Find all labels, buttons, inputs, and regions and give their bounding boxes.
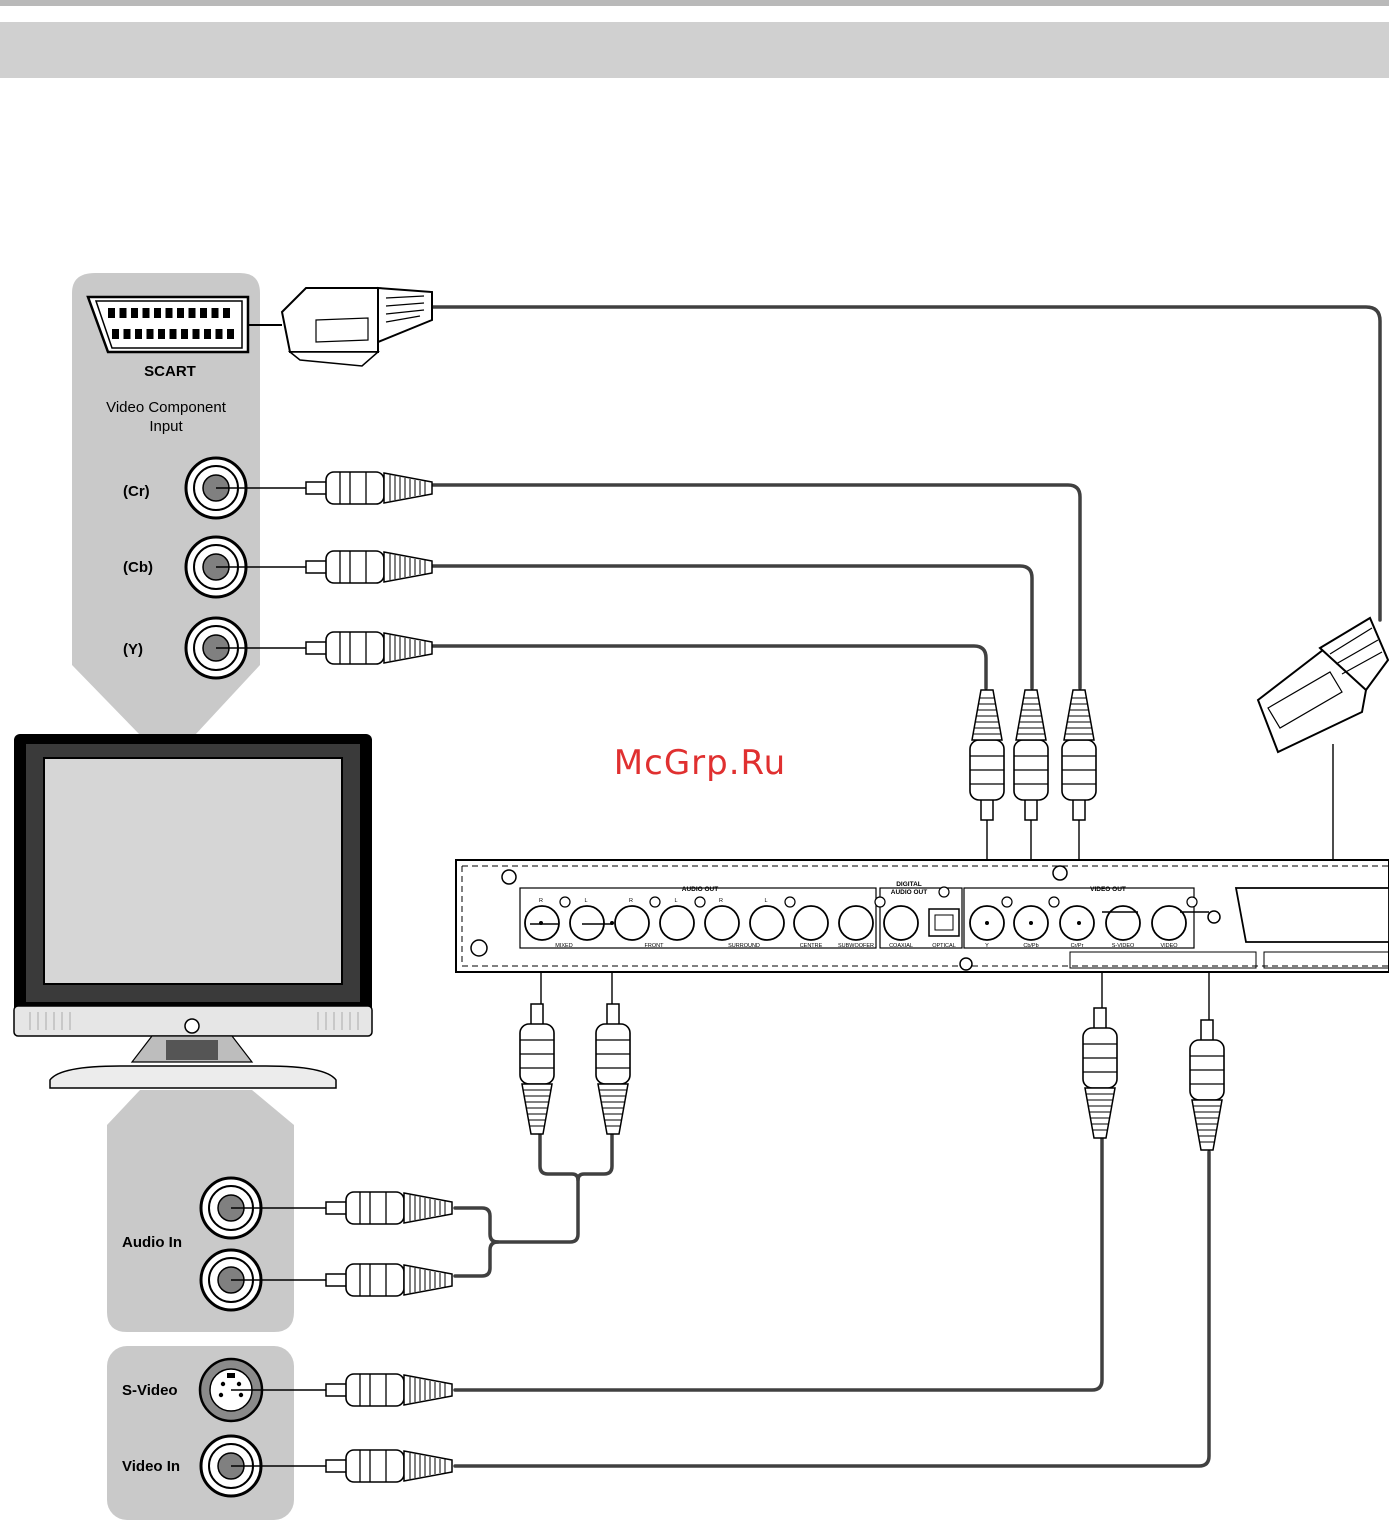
scart-pin bbox=[223, 308, 230, 318]
subwoofer-jack[interactable] bbox=[839, 906, 873, 940]
cr-player-plug bbox=[1062, 690, 1096, 820]
scart-pin bbox=[170, 329, 177, 339]
video-out-label: VIDEO OUT bbox=[1090, 886, 1126, 893]
video-plug bbox=[326, 1450, 452, 1482]
mixed-label: MIXED bbox=[555, 943, 572, 949]
surround-r-jack[interactable] bbox=[705, 906, 739, 940]
optical-label: OPTICAL bbox=[932, 943, 956, 949]
cb-label: (Cb) bbox=[123, 559, 153, 576]
scart-pin bbox=[193, 329, 200, 339]
audio-cable-r bbox=[455, 1134, 612, 1242]
scart-plug-tv bbox=[282, 288, 432, 366]
audio-in-label: Audio In bbox=[122, 1234, 182, 1251]
y-plug bbox=[306, 632, 432, 664]
scart-pin bbox=[154, 308, 161, 318]
scart-pin bbox=[189, 308, 196, 318]
coaxial-jack[interactable] bbox=[884, 906, 918, 940]
scart-socket bbox=[88, 297, 248, 352]
front-label: FRONT bbox=[645, 943, 665, 949]
scart-pin bbox=[120, 308, 127, 318]
mixed-r-mark: R bbox=[539, 898, 543, 904]
video-cable bbox=[455, 1152, 1209, 1466]
scart-pin bbox=[177, 308, 184, 318]
scart-pin bbox=[200, 308, 207, 318]
svideo-player-plug bbox=[1083, 1008, 1117, 1138]
subwoofer-label: SUBWOOFER bbox=[838, 943, 874, 949]
tv-set bbox=[14, 734, 372, 1088]
video-input-panel bbox=[107, 1346, 294, 1520]
y-cable bbox=[432, 646, 986, 688]
video-out-jack-label: VIDEO bbox=[1160, 943, 1178, 949]
scart-pin bbox=[204, 329, 211, 339]
s-video-out-label: S-VIDEO bbox=[1112, 943, 1135, 949]
surround-l-jack[interactable] bbox=[750, 906, 784, 940]
scart-pin bbox=[124, 329, 131, 339]
scart-pin bbox=[227, 329, 234, 339]
scart-pin bbox=[131, 308, 138, 318]
scart-pin bbox=[108, 308, 115, 318]
centre-jack[interactable] bbox=[794, 906, 828, 940]
watermark: McGrp.Ru bbox=[614, 743, 786, 783]
scart-cable bbox=[432, 307, 1380, 620]
audio-l-plug bbox=[326, 1264, 452, 1296]
y-player-plug bbox=[970, 690, 1004, 820]
front-l-mark: L bbox=[674, 898, 677, 904]
scart-plug-player bbox=[1258, 618, 1388, 752]
scart-pin bbox=[181, 329, 188, 339]
scart-pin bbox=[158, 329, 165, 339]
scart-label: SCART bbox=[144, 363, 196, 380]
cb-plug bbox=[306, 551, 432, 583]
scart-pin bbox=[112, 329, 119, 339]
y-out-label: Y bbox=[985, 943, 989, 949]
svideo-cable bbox=[455, 1138, 1102, 1390]
cr-pr-label: Cr/Pr bbox=[1071, 943, 1084, 949]
front-r-mark: R bbox=[629, 898, 633, 904]
surround-label: SURROUND bbox=[728, 943, 760, 949]
front-r-jack[interactable] bbox=[615, 906, 649, 940]
component-label-line2: Input bbox=[149, 418, 183, 435]
scart-pin bbox=[147, 329, 154, 339]
video-out-jack[interactable] bbox=[1152, 906, 1186, 940]
audio-cable-l bbox=[455, 1134, 578, 1276]
surround-r-mark: R bbox=[719, 898, 723, 904]
centre-label: CENTRE bbox=[800, 943, 823, 949]
digital-audio-out-label-2: AUDIO OUT bbox=[891, 889, 928, 896]
scart-pin bbox=[135, 329, 142, 339]
scart-pin bbox=[166, 308, 173, 318]
y-label: (Y) bbox=[123, 641, 143, 658]
mixed-l-jack[interactable] bbox=[570, 906, 604, 940]
mixed-l-mark: L bbox=[584, 898, 587, 904]
audio-r-player-plug bbox=[520, 1004, 554, 1134]
cr-label: (Cr) bbox=[123, 483, 150, 500]
scart-pin bbox=[212, 308, 219, 318]
surround-l-mark: L bbox=[764, 898, 767, 904]
audio-out-label: AUDIO OUT bbox=[682, 886, 719, 893]
front-l-jack[interactable] bbox=[660, 906, 694, 940]
cr-plug bbox=[306, 472, 432, 504]
digital-audio-out-label-1: DIGITAL bbox=[896, 881, 922, 888]
video-in-label: Video In bbox=[122, 1458, 180, 1475]
audio-l-player-plug bbox=[596, 1004, 630, 1134]
cr-cable bbox=[432, 485, 1080, 688]
cb-pb-label: Cb/Pb bbox=[1023, 943, 1038, 949]
component-label-line1: Video Component bbox=[106, 399, 227, 416]
scart-pin bbox=[143, 308, 150, 318]
svideo-label: S-Video bbox=[122, 1382, 178, 1399]
coaxial-label: COAXIAL bbox=[889, 943, 913, 949]
video-player-plug bbox=[1190, 1020, 1224, 1150]
scart-pin bbox=[216, 329, 223, 339]
cb-player-plug bbox=[1014, 690, 1048, 820]
svideo-out-jack[interactable] bbox=[1106, 906, 1140, 940]
cb-cable bbox=[432, 566, 1032, 688]
svideo-plug bbox=[326, 1374, 452, 1406]
audio-r-plug bbox=[326, 1192, 452, 1224]
